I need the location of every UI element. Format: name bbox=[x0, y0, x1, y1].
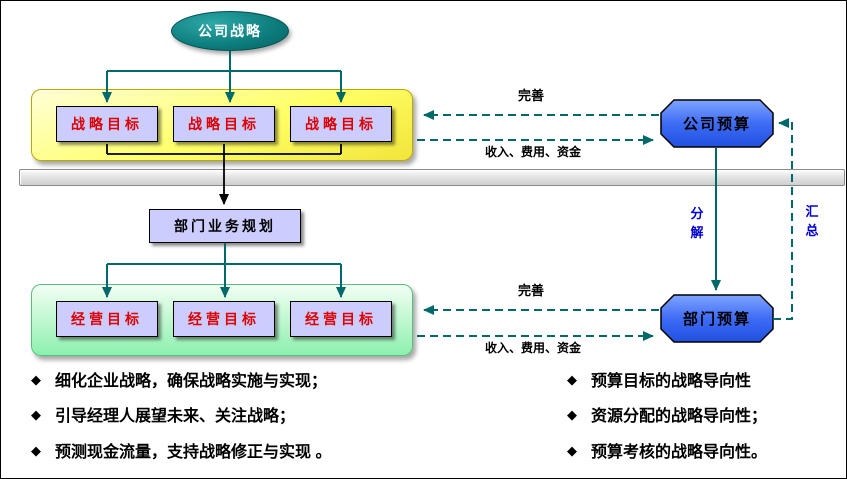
label-decompose: 分解 bbox=[690, 206, 704, 240]
bullet-right-3: ◆ 预算考核的战略导向性。 bbox=[567, 438, 767, 462]
bullet-right-2: ◆ 资源分配的战略导向性； bbox=[567, 402, 767, 426]
bullet-text: 引导经理人展望未来、关注战略； bbox=[55, 408, 296, 425]
diamond-bullet-icon: ◆ bbox=[567, 442, 577, 458]
label-improve-top: 完善 bbox=[517, 88, 544, 103]
top-feedback-arrows bbox=[417, 110, 659, 145]
bullet-text: 预算目标的战略导向性 bbox=[591, 373, 752, 390]
bullet-left-3: ◆ 预测现金流量，支持战略修正与实现 。 bbox=[31, 438, 331, 462]
operating-goal-node-1: 经营目标 bbox=[56, 301, 158, 337]
bottom-feedback-arrows bbox=[417, 305, 659, 341]
diamond-bullet-icon: ◆ bbox=[31, 371, 41, 387]
bullet-right-1: ◆ 预算目标的战略导向性 bbox=[567, 367, 751, 391]
strategic-goal-label: 战略目标 bbox=[188, 116, 260, 132]
strategic-goal-node-2: 战略目标 bbox=[173, 106, 275, 142]
dept-planning-node: 部门业务规划 bbox=[149, 209, 301, 243]
operating-goal-node-2: 经营目标 bbox=[173, 301, 275, 337]
diamond-bullet-icon: ◆ bbox=[31, 442, 41, 458]
dept-budget-label: 部门预算 bbox=[682, 311, 751, 328]
label-flows-top: 收入、费用、资金 bbox=[484, 145, 581, 159]
bullet-text: 预算考核的战略导向性。 bbox=[591, 444, 768, 461]
diamond-bullet-icon: ◆ bbox=[31, 406, 41, 422]
company-budget-node: 公司预算 bbox=[661, 100, 773, 147]
company-strategy-node: 公司战略 bbox=[171, 11, 289, 51]
strategic-goal-node-3: 战略目标 bbox=[290, 106, 392, 142]
strategic-goal-node-1: 战略目标 bbox=[56, 106, 158, 142]
bullet-left-2: ◆ 引导经理人展望未来、关注战略； bbox=[31, 402, 295, 426]
dept-budget-node: 部门预算 bbox=[661, 295, 773, 342]
strategic-goal-label: 战略目标 bbox=[71, 116, 143, 132]
bullet-text: 资源分配的战略导向性； bbox=[591, 408, 768, 425]
bullet-text: 预测现金流量，支持战略修正与实现 。 bbox=[55, 444, 332, 461]
diamond-bullet-icon: ◆ bbox=[567, 371, 577, 387]
dept-planning-label: 部门业务规划 bbox=[174, 218, 276, 234]
company-strategy-label: 公司战略 bbox=[198, 23, 262, 39]
bullet-text: 细化企业战略，确保战略实施与实现； bbox=[55, 373, 328, 390]
summarize-arrow bbox=[773, 118, 793, 320]
diamond-bullet-icon: ◆ bbox=[567, 406, 577, 422]
bullet-left-1: ◆ 细化企业战略，确保战略实施与实现； bbox=[31, 367, 327, 391]
operating-goal-label: 经营目标 bbox=[71, 311, 143, 327]
operating-goal-label: 经营目标 bbox=[188, 311, 260, 327]
label-flows-bottom: 收入、费用、资金 bbox=[484, 341, 581, 355]
operating-goal-node-3: 经营目标 bbox=[290, 301, 392, 337]
strategic-goal-label: 战略目标 bbox=[305, 116, 377, 132]
label-improve-bottom: 完善 bbox=[517, 283, 544, 298]
divider-bar bbox=[19, 169, 845, 186]
operating-goal-label: 经营目标 bbox=[305, 311, 377, 327]
label-summarize: 汇总 bbox=[805, 204, 819, 238]
company-budget-label: 公司预算 bbox=[682, 116, 751, 133]
